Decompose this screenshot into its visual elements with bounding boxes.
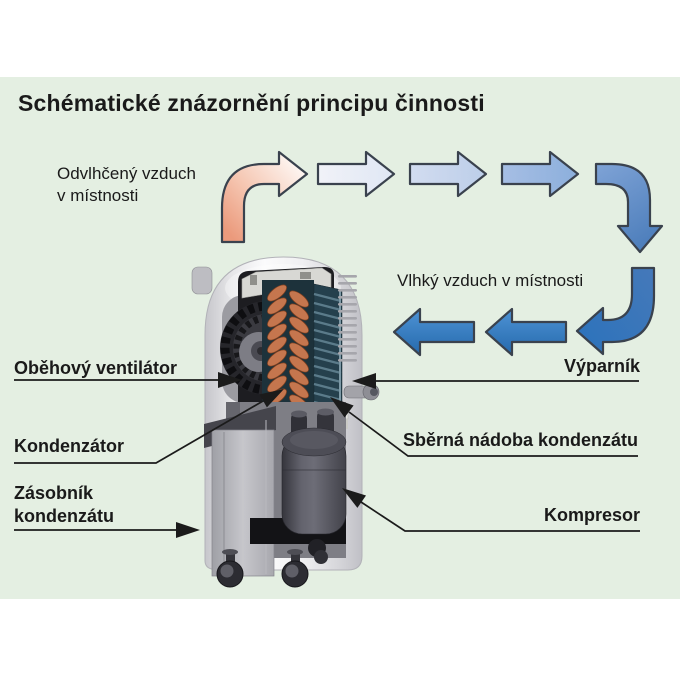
collection-tray-pointer-line <box>348 411 638 457</box>
bracket-detail <box>300 272 311 279</box>
compressor-pointer-line <box>360 501 640 532</box>
caster-wheels <box>216 539 328 588</box>
tank-pointer-arrowhead <box>176 522 200 538</box>
air-arrow-left-1 <box>484 307 568 357</box>
condenser-label: Kondenzátor <box>14 436 124 456</box>
vent-slots <box>338 275 357 362</box>
fan-pointer-arrowhead <box>218 372 242 388</box>
airflow-arrows <box>220 150 664 357</box>
condenser-pointer-line <box>14 400 264 464</box>
tank-label-line2: kondenzátu <box>14 506 115 526</box>
dry-air-label: Odvlhčený vzduch v místnosti <box>57 163 196 207</box>
drain-fitting <box>343 383 380 401</box>
dry-air-label-line2: v místnosti <box>57 186 139 205</box>
handle-nub <box>191 266 213 295</box>
warm-air-curved-arrow <box>220 150 309 244</box>
evaporator-fins <box>313 283 343 419</box>
evaporator-pointer-arrowhead <box>352 373 376 389</box>
bracket-detail <box>250 275 257 285</box>
compressor-pointer-arrowhead <box>342 488 366 508</box>
evaporator-label: Výparník <box>563 356 640 376</box>
compressor-illustration <box>250 408 347 544</box>
air-arrow-curve-left <box>575 266 656 356</box>
collection-container-label: Sběrná nádoba kondenzátu <box>402 430 638 450</box>
fan-label: Oběhový ventilátor <box>14 358 178 378</box>
tank-label: Zásobník kondenzátu <box>14 482 114 528</box>
collection-tray-pointer-arrowhead <box>330 397 354 418</box>
air-arrow-right-3 <box>500 150 580 198</box>
condenser-pointer-arrowhead <box>259 389 284 408</box>
dehumidifier-illustration <box>191 256 380 588</box>
condensate-tank-illustration <box>204 406 276 577</box>
air-arrow-right-2 <box>408 150 488 198</box>
dry-air-label-line1: Odvlhčený vzduch <box>57 164 196 183</box>
air-arrow-curve-down <box>594 162 664 254</box>
pointer-lines <box>14 372 640 538</box>
humid-air-label: Vlhký vzduch v místnosti <box>397 271 584 290</box>
diagram-title: Schématické znázornění principu činnosti <box>18 90 485 116</box>
air-arrow-left-2 <box>392 307 476 357</box>
air-arrow-right-1 <box>316 150 396 198</box>
tank-label-line1: Zásobník <box>14 483 94 503</box>
compressor-label: Kompresor <box>543 505 640 525</box>
